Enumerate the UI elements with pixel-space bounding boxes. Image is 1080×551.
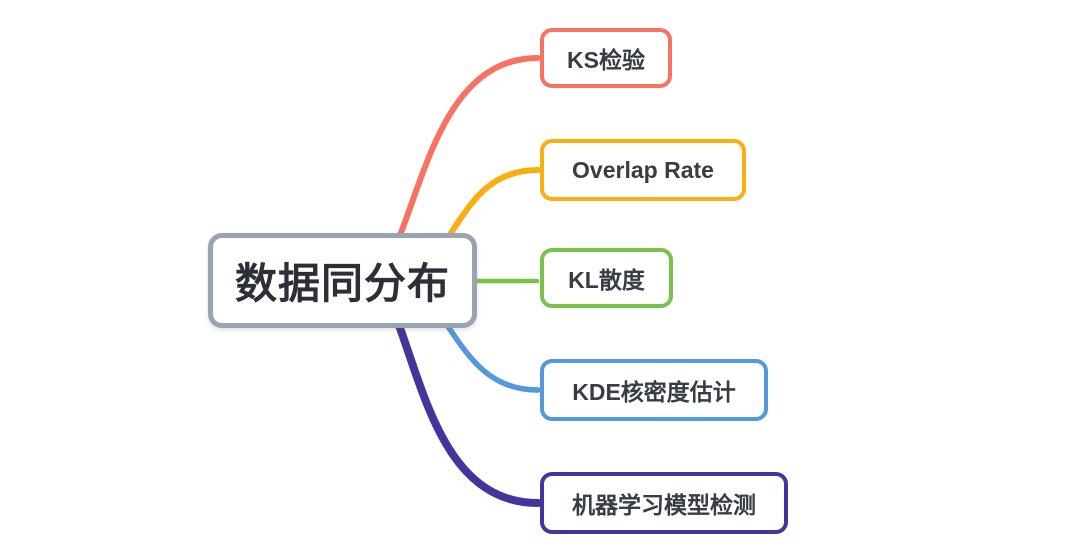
branch-node-kde-estimate[interactable]: KDE核密度估计 — [540, 359, 768, 421]
branch-node-kl-divergence[interactable]: KL散度 — [540, 248, 673, 308]
branch-node-ks-test[interactable]: KS检验 — [540, 28, 672, 88]
branch-node-ml-model-check[interactable]: 机器学习模型检测 — [540, 472, 788, 534]
branch-node-overlap-rate[interactable]: Overlap Rate — [540, 139, 746, 201]
root-node-data-distribution[interactable]: 数据同分布 — [208, 233, 477, 328]
